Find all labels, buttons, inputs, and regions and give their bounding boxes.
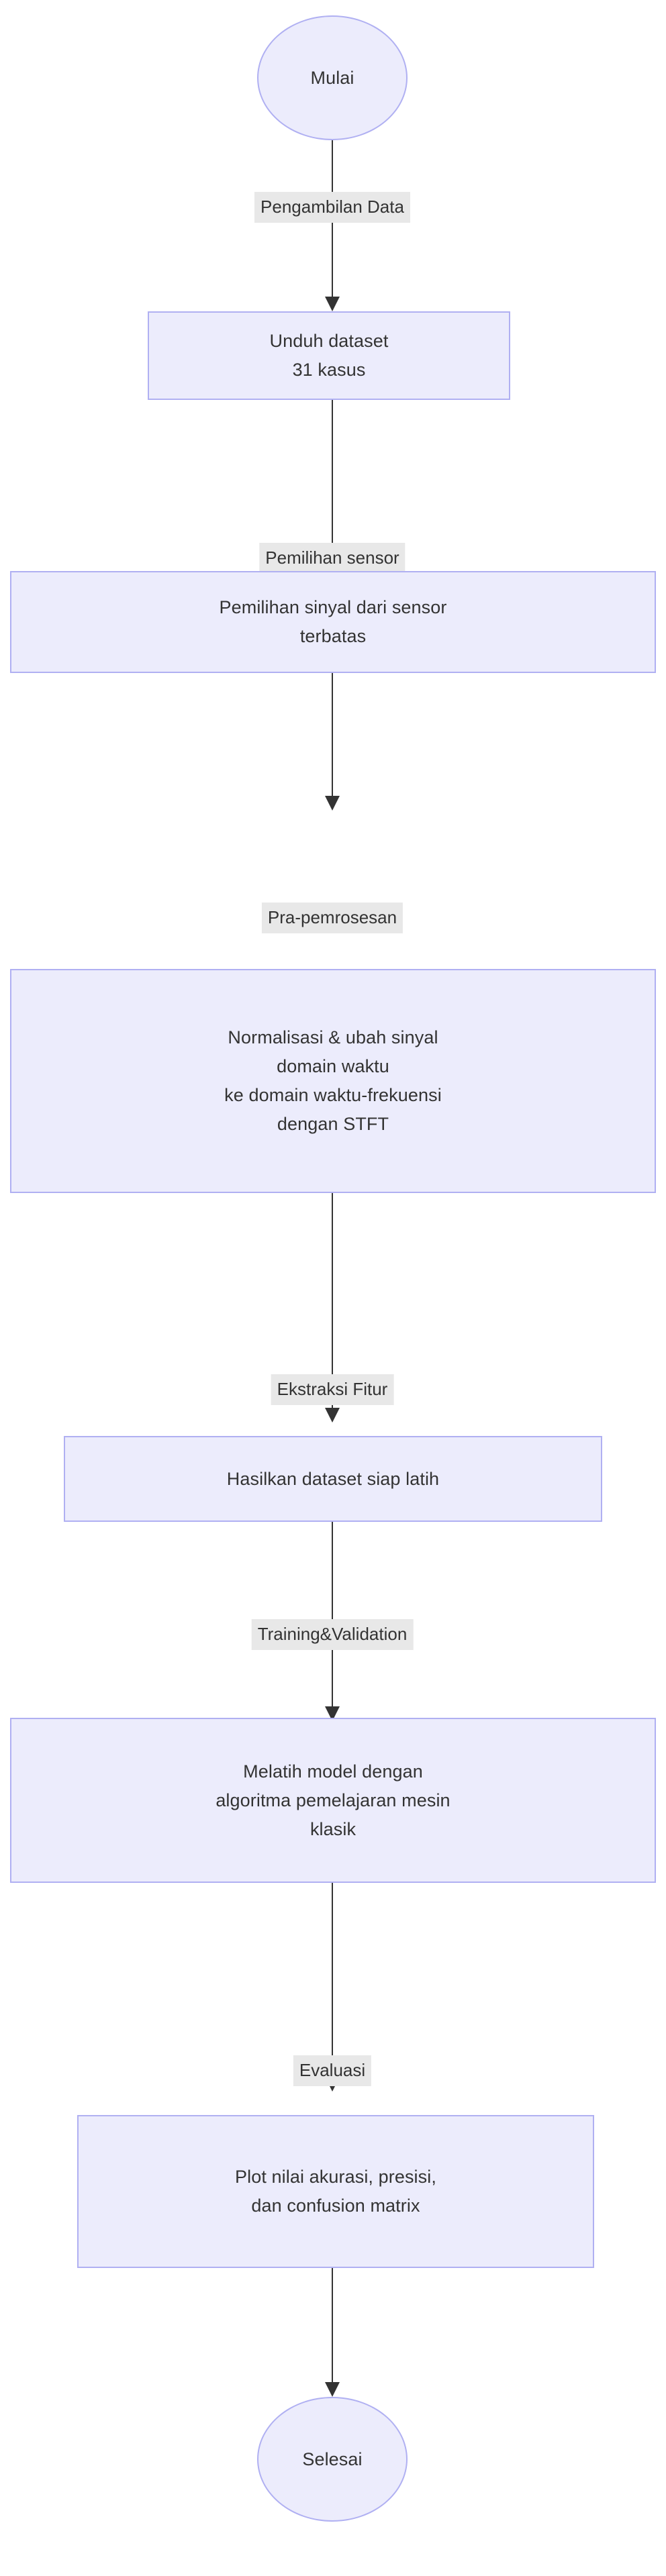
edge-evaluate-to-end-line	[332, 2268, 333, 2382]
node-end[interactable]: Selesai	[257, 2397, 408, 2522]
edge-label-pra-pemrosesan: Pra-pemrosesan	[261, 903, 403, 933]
node-evaluation-plot-label: Plot nilai akurasi, presisi, dan confusi…	[235, 2167, 436, 2216]
node-download-dataset-label: Unduh dataset 31 kasus	[269, 331, 389, 380]
edge-start-to-download-arrow	[325, 297, 340, 311]
edge-label-ekstraksi-fitur: Ekstraksi Fitur	[271, 1374, 394, 1405]
edge-preprocess-to-dataset-line	[332, 1193, 333, 1414]
node-download-dataset[interactable]: Unduh dataset 31 kasus	[148, 311, 510, 400]
node-preprocessing[interactable]: Normalisasi & ubah sinyal domain waktu k…	[10, 969, 656, 1193]
node-preprocessing-label: Normalisasi & ubah sinyal domain waktu k…	[224, 1027, 442, 1134]
edge-train-to-evaluate-line	[332, 1883, 333, 2088]
edge-download-to-select-line	[332, 400, 333, 556]
node-start-label: Mulai	[310, 67, 354, 88]
edge-label-pengambilan-data: Pengambilan Data	[254, 192, 410, 223]
node-signal-selection[interactable]: Pemilihan sinyal dari sensor terbatas	[10, 571, 656, 673]
node-train-model[interactable]: Melatih model dengan algoritma pemelajar…	[10, 1718, 656, 1883]
node-signal-selection-label: Pemilihan sinyal dari sensor terbatas	[219, 597, 447, 646]
node-end-label: Selesai	[302, 2449, 363, 2469]
edge-select-to-preprocess-line	[332, 673, 333, 796]
edge-label-training-validation: Training&Validation	[251, 1619, 414, 1650]
edge-label-pemilihan-sensor: Pemilihan sensor	[259, 543, 406, 574]
edge-dataset-to-train-arrow	[325, 1706, 340, 1721]
node-evaluation-plot[interactable]: Plot nilai akurasi, presisi, dan confusi…	[77, 2115, 594, 2268]
edge-evaluate-to-end-arrow	[325, 2382, 340, 2397]
node-train-model-label: Melatih model dengan algoritma pemelajar…	[216, 1761, 450, 1839]
node-start[interactable]: Mulai	[257, 15, 408, 140]
edge-label-evaluasi: Evaluasi	[293, 2055, 372, 2086]
edge-preprocess-to-dataset-arrow	[325, 1408, 340, 1423]
node-ready-dataset[interactable]: Hasilkan dataset siap latih	[64, 1436, 602, 1522]
edge-select-to-preprocess-arrow	[325, 796, 340, 811]
node-ready-dataset-label: Hasilkan dataset siap latih	[226, 1468, 440, 1489]
